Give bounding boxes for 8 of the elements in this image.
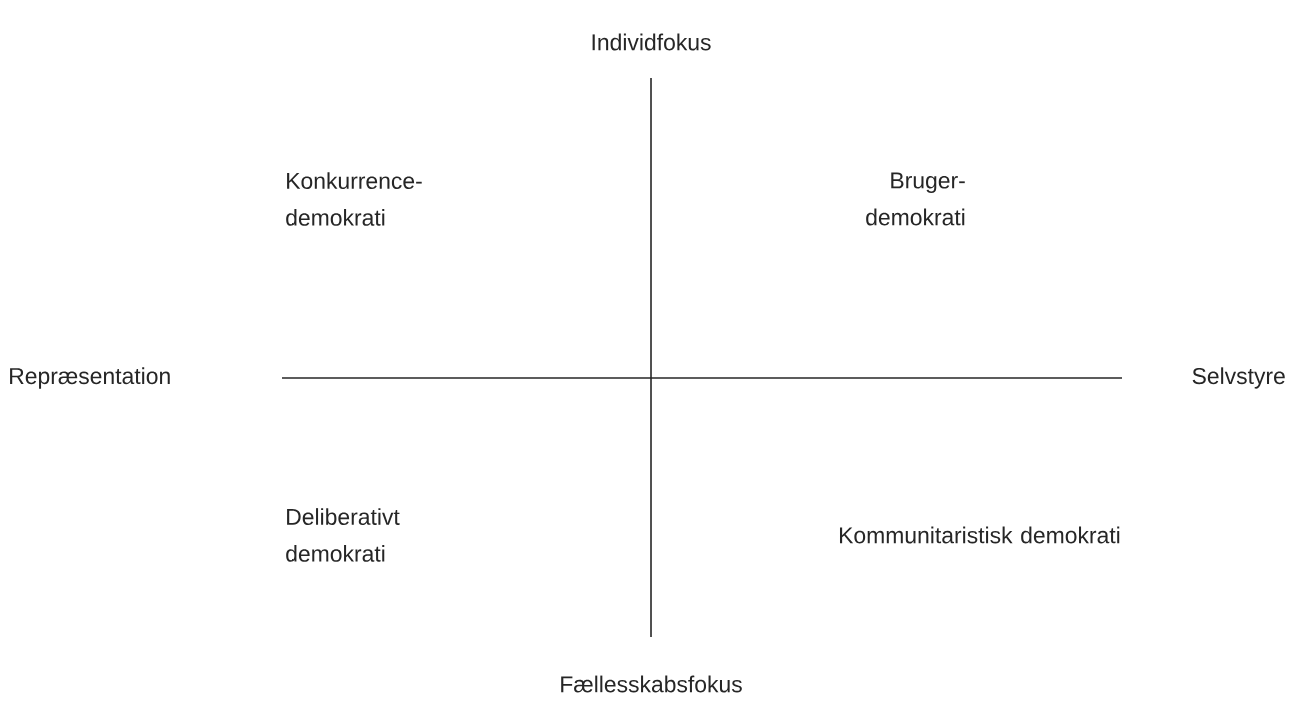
axis-label: Selvstyre	[1192, 367, 1285, 389]
axis-label: Fællesskabsfokus	[561, 675, 742, 693]
axis-label: Deliberativt demokrati	[286, 508, 400, 562]
axis-label: Repræsentation	[10, 367, 170, 389]
axis-label: Bruger- demokrati	[866, 172, 965, 226]
axis-label: Konkurrence- demokrati	[286, 172, 422, 226]
axis-label: Kommunitaristisk demokrati	[840, 526, 1120, 544]
axis-label: Individfokus	[592, 33, 711, 51]
